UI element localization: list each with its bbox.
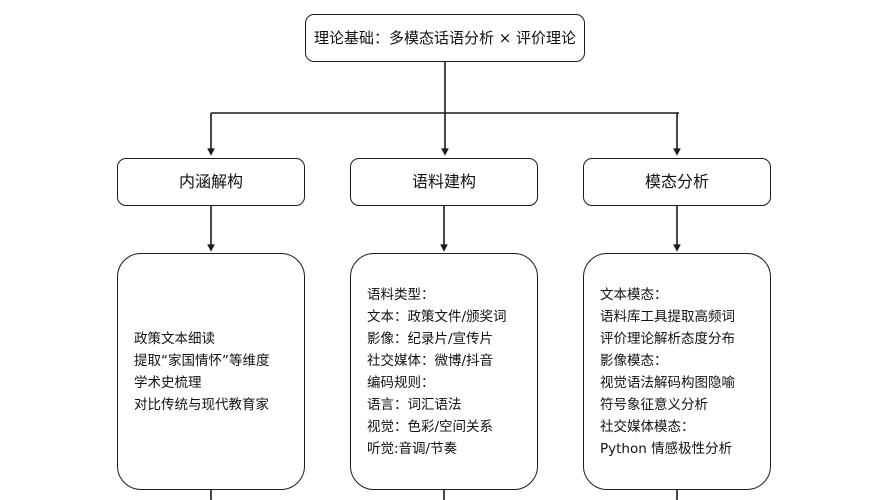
detail-line: 影像：纪录片/宣传片 <box>367 330 494 347</box>
detail-line: 视觉语法解码构图隐喻 <box>600 374 735 391</box>
detail-line: 视觉：色彩/空间关系 <box>367 418 494 435</box>
node-modal-analysis[interactable]: 模态分析 <box>583 158 771 206</box>
node-label: 内涵解构 <box>178 172 243 192</box>
node-detail-connotation-deconstruction[interactable]: 政策文本细读 提取“家国情怀”等维度 学术史梳理 对比传统与现代教育家 <box>117 253 305 490</box>
detail-line: 文本：政策文件/颁奖词 <box>367 308 507 325</box>
node-detail-corpus-construction[interactable]: 语料类型： 文本：政策文件/颁奖词 影像：纪录片/宣传片 社交媒体：微博/抖音 … <box>350 253 538 490</box>
detail-line: 语料库工具提取高频词 <box>600 308 735 325</box>
node-corpus-construction[interactable]: 语料建构 <box>350 158 538 206</box>
detail-line: 学术史梳理 <box>134 374 202 391</box>
detail-line: 对比传统与现代教育家 <box>134 396 269 413</box>
detail-line: 语言：词汇语法 <box>367 396 462 413</box>
detail-line: 社交媒体模态： <box>600 418 695 435</box>
node-detail-modal-analysis[interactable]: 文本模态： 语料库工具提取高频词 评价理论解析态度分布 影像模态： 视觉语法解码… <box>583 253 771 490</box>
detail-line: 社交媒体：微博/抖音 <box>367 352 494 369</box>
detail-line: 政策文本细读 <box>134 330 215 347</box>
detail-line: 评价理论解析态度分布 <box>600 330 735 347</box>
detail-line: 符号象征意义分析 <box>600 396 708 413</box>
detail-line: 语料类型： <box>367 286 435 303</box>
detail-line-list: 政策文本细读 提取“家国情怀”等维度 学术史梳理 对比传统与现代教育家 <box>134 328 270 416</box>
detail-line-list: 文本模态： 语料库工具提取高频词 评价理论解析态度分布 影像模态： 视觉语法解码… <box>600 284 735 460</box>
detail-line: 提取“家国情怀”等维度 <box>134 352 270 369</box>
node-label: 理论基础：多模态话语分析 × 评价理论 <box>313 29 577 47</box>
detail-line: 听觉:音调/节奏 <box>367 440 458 457</box>
node-label: 语料建构 <box>411 172 476 192</box>
node-label: 模态分析 <box>644 172 709 192</box>
detail-line: 影像模态： <box>600 352 668 369</box>
detail-line: Python 情感极性分析 <box>600 440 733 457</box>
node-connotation-deconstruction[interactable]: 内涵解构 <box>117 158 305 206</box>
node-theoretical-foundation[interactable]: 理论基础：多模态话语分析 × 评价理论 <box>305 14 585 62</box>
detail-line-list: 语料类型： 文本：政策文件/颁奖词 影像：纪录片/宣传片 社交媒体：微博/抖音 … <box>367 284 507 460</box>
detail-line: 文本模态： <box>600 286 668 303</box>
detail-line: 编码规则： <box>367 374 435 391</box>
